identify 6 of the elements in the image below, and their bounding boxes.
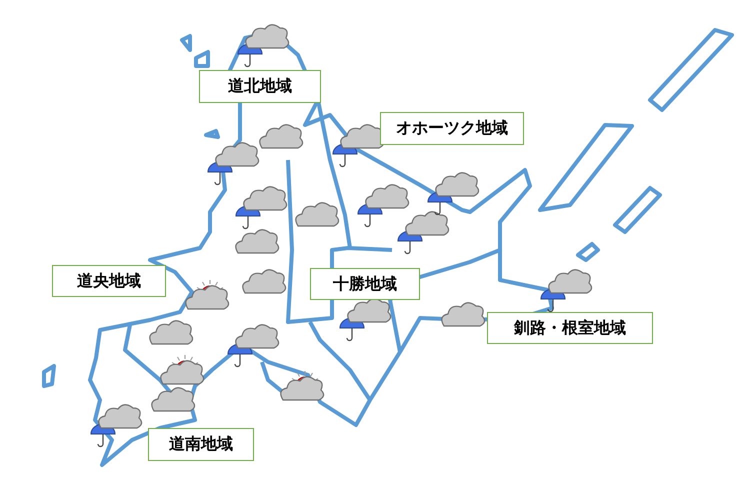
region-label: 道南地域 — [148, 428, 254, 461]
region-label: 十勝地域 — [310, 268, 420, 300]
region-label: 道北地域 — [199, 70, 321, 103]
region-label: オホーツク地域 — [380, 112, 524, 145]
region-label: 釧路・根室地域 — [487, 312, 653, 344]
region-label: 道央地域 — [52, 265, 166, 297]
